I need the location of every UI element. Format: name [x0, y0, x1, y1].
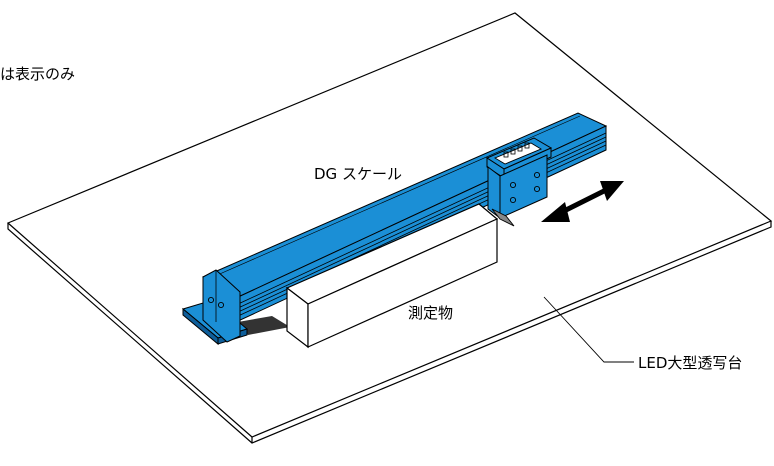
screw-hole-icon — [509, 181, 517, 189]
screw-hole-icon — [533, 171, 541, 179]
screw-hole-icon — [207, 296, 215, 304]
measured-object — [285, 203, 499, 349]
screw-hole-icon — [533, 185, 541, 193]
scale-left-bracket — [202, 269, 241, 343]
table-leader-line — [543, 296, 634, 363]
scale-label: DG スケール — [314, 165, 402, 183]
digital-display — [494, 142, 542, 165]
screw-hole-icon — [509, 196, 517, 204]
double-headed-arrow-icon — [541, 181, 624, 222]
probe-tip — [491, 208, 515, 227]
object-label: 測定物 — [408, 304, 453, 322]
top-note: は表示のみ — [0, 65, 75, 83]
screw-hole-icon — [217, 301, 225, 309]
display-segments — [503, 142, 530, 158]
scale-shadow — [238, 316, 290, 335]
scale-slider-head — [485, 137, 553, 227]
table-label: LED大型透写台 — [638, 354, 742, 372]
